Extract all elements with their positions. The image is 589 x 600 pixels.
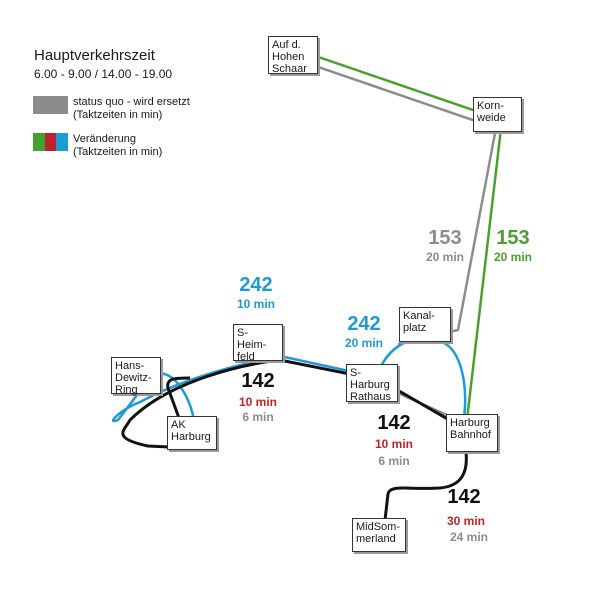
route-153-green [297, 48, 504, 429]
stop-harburg-bahnhof: Harburg Bahnhof [446, 414, 498, 452]
line-153-green-number: 153 [496, 227, 530, 249]
legend-label-status-quo: status quo - wird ersetzt (Taktzeiten in… [73, 96, 190, 121]
legend-swatch-blue [56, 133, 68, 151]
stop-auf-d-hohen-schaar: Auf d. Hohen Schaar [268, 36, 318, 75]
line-142-heimfeld-interval-old: 6 min [242, 410, 274, 424]
legend-swatch-red [45, 133, 56, 151]
line-142-bahnhof-number: 142 [447, 486, 481, 508]
stop-midsommerland: MidSom- merland [352, 518, 406, 552]
stop-s-heimfeld: S- Heim- feld [233, 324, 283, 363]
legend-swatch-grey [33, 96, 68, 114]
legend-swatch-change [33, 133, 68, 151]
stop-kanalplatz: Kanal- platz [399, 307, 451, 342]
route-153-grey [291, 56, 498, 346]
stop-hans-dewitz-ring: Hans- Dewitz- Ring [111, 357, 161, 396]
stop-ak-harburg: AK Harburg [167, 416, 217, 450]
line-153-green-interval: 20 min [493, 250, 532, 264]
line-142-heimfeld-number: 142 [241, 370, 275, 392]
route-142-black [121, 358, 472, 521]
page-title: Hauptverkehrszeit [34, 47, 155, 64]
line-242-heimfeld-number: 242 [239, 274, 273, 296]
line-153-grey-number: 153 [428, 227, 462, 249]
line-142-bahnhof-interval: 30 min [446, 514, 485, 528]
stop-kornweide: Korn- weide [473, 97, 522, 132]
legend-label-change: Veränderung (Taktzeiten in min) [73, 133, 163, 158]
legend-swatch-green [33, 133, 45, 151]
line-242-rathaus-interval: 20 min [344, 336, 383, 350]
line-142-rathaus-interval-old: 6 min [378, 454, 410, 468]
line-142-rathaus-interval: 10 min [374, 437, 413, 451]
line-242-heimfeld-interval: 10 min [236, 297, 275, 311]
line-142-heimfeld-interval: 10 min [238, 395, 277, 409]
line-142-rathaus-number: 142 [377, 412, 411, 434]
line-242-rathaus-number: 242 [347, 313, 381, 335]
page-subtitle: 6.00 - 9.00 / 14.00 - 19.00 [34, 67, 173, 81]
legend-swatch-status-quo [33, 96, 68, 114]
line-142-bahnhof-interval-old: 24 min [449, 530, 488, 544]
stop-s-harburg-rathaus: S- Harburg Rathaus [346, 364, 398, 403]
line-153-grey-interval: 20 min [425, 250, 464, 264]
